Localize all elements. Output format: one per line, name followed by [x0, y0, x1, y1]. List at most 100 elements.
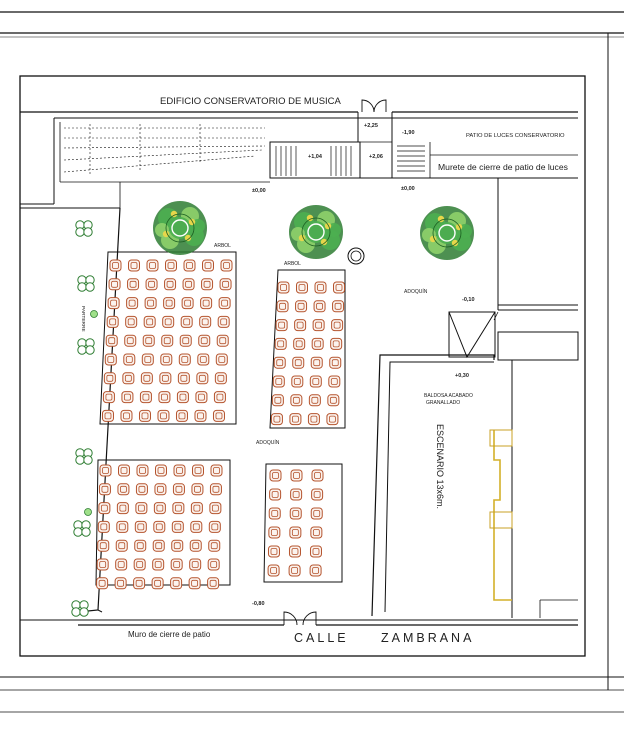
seat — [288, 564, 301, 577]
seat — [146, 259, 159, 272]
seat — [311, 337, 324, 350]
seat — [214, 372, 227, 385]
courtyard-wall-right-label: Murete de cierre de patio de luces — [438, 162, 568, 172]
seat — [165, 259, 177, 272]
seat — [207, 558, 220, 571]
level-landing-right: +2,06 — [369, 154, 383, 160]
seat — [220, 259, 233, 272]
seat — [289, 507, 302, 520]
seat — [172, 502, 185, 515]
seat — [210, 464, 223, 477]
seat — [191, 483, 204, 496]
seat — [192, 464, 204, 477]
level-street-gate: -0,80 — [252, 601, 265, 607]
seat — [122, 372, 135, 385]
seat — [124, 334, 137, 347]
seats — [96, 259, 345, 590]
seat — [307, 413, 320, 426]
seat — [290, 394, 303, 407]
level-landing-left: +1,04 — [308, 154, 323, 160]
seat — [293, 337, 306, 350]
tree-icon — [153, 201, 207, 255]
seat — [209, 483, 222, 496]
seat — [275, 319, 288, 332]
paving-label-1: ADOQUÍN — [404, 288, 428, 295]
seat — [207, 577, 220, 590]
seat — [329, 356, 342, 369]
seat — [123, 353, 136, 366]
seat — [155, 464, 167, 477]
stair-treads — [275, 145, 425, 176]
stage-label: ESCENARIO 13x6m. — [435, 424, 445, 509]
seat — [268, 526, 281, 539]
seat — [104, 353, 117, 366]
planter-shrubs — [71, 220, 98, 617]
seat — [172, 483, 185, 496]
seat — [296, 281, 308, 294]
seat — [267, 564, 280, 577]
seat — [198, 334, 211, 347]
seat — [144, 297, 157, 310]
stage-edge — [489, 429, 513, 601]
seat — [115, 539, 128, 552]
seat — [175, 409, 188, 422]
seat — [310, 356, 323, 369]
seat — [176, 391, 189, 404]
street-gate — [283, 611, 317, 626]
seat — [153, 502, 166, 515]
seat — [178, 353, 191, 366]
seat — [277, 281, 290, 294]
stage-finish-label-1: BALDOSA ACABADO — [424, 393, 473, 399]
planter-dot — [84, 508, 92, 516]
seat — [116, 520, 129, 533]
seat — [180, 315, 193, 328]
seat — [171, 539, 184, 552]
seat — [170, 577, 183, 590]
seat — [216, 334, 229, 347]
seat — [209, 502, 222, 515]
seat — [290, 469, 303, 482]
street-name: CALLE ZAMBRANA — [294, 631, 474, 645]
seat — [291, 375, 304, 388]
seat — [308, 394, 321, 407]
seat — [208, 520, 221, 533]
seat — [97, 539, 110, 552]
seat — [269, 469, 282, 482]
seat — [309, 545, 322, 558]
seat — [289, 526, 302, 539]
seat — [289, 413, 302, 426]
seat — [142, 334, 155, 347]
seat — [328, 375, 341, 388]
seat — [109, 259, 122, 272]
seat — [120, 409, 133, 422]
seat — [163, 297, 176, 310]
seat — [177, 372, 190, 385]
seat — [189, 558, 202, 571]
seat — [102, 391, 115, 404]
seat — [290, 488, 303, 501]
seat — [127, 278, 140, 291]
seat — [219, 278, 232, 291]
seat — [190, 502, 203, 515]
seat — [152, 558, 165, 571]
seat — [136, 464, 149, 477]
seat — [145, 278, 158, 291]
level-stair-top: +2,25 — [364, 123, 378, 129]
seat — [105, 334, 118, 347]
seat — [125, 315, 138, 328]
seat — [164, 278, 177, 291]
seat — [312, 319, 325, 332]
seat — [292, 356, 305, 369]
seat — [108, 278, 121, 291]
seat — [181, 297, 194, 310]
seat — [133, 577, 146, 590]
shrub-icon — [73, 520, 91, 537]
seat — [153, 520, 166, 533]
seat — [200, 297, 213, 310]
seat — [268, 507, 281, 520]
seat — [134, 520, 147, 533]
seat — [141, 353, 154, 366]
seat — [333, 281, 345, 294]
tree-pit-label-1: ARBOL — [214, 243, 231, 249]
seat — [128, 259, 140, 272]
